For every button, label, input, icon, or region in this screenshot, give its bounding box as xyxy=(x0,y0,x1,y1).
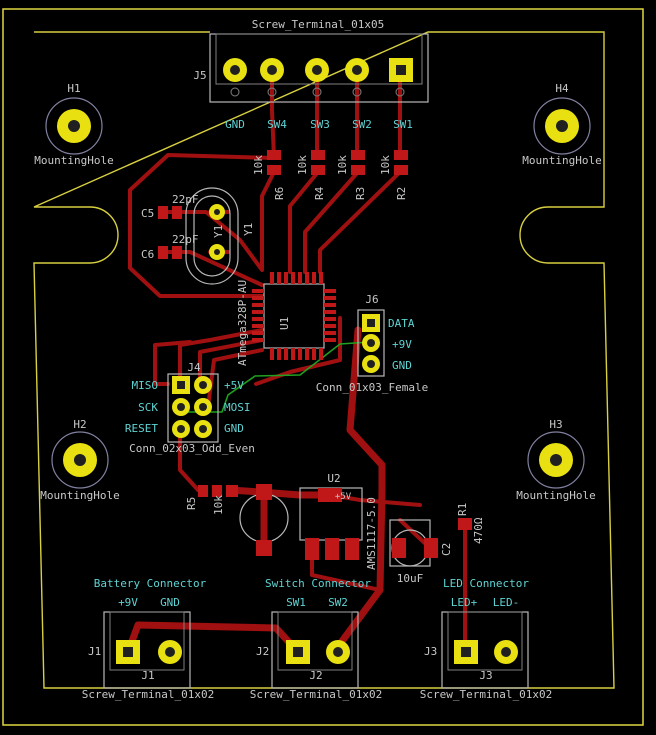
h2-value: MountingHole xyxy=(40,489,119,502)
r2-value: 10k xyxy=(379,155,392,175)
j5-pin5: SW1 xyxy=(393,118,413,131)
j6-pin1: DATA xyxy=(388,317,415,330)
h2-ref: H2 xyxy=(73,418,86,431)
j2-ref: J2 xyxy=(256,645,269,658)
j1-title: Battery Connector xyxy=(94,577,207,590)
resistor-r2: 10k R2 xyxy=(379,150,408,200)
capacitor-c5: 22pF C5 xyxy=(141,193,199,220)
j4-miso: MISO xyxy=(132,379,159,392)
battery-connector-j1: Battery Connector +9V GND J1 J1 Screw_Te… xyxy=(82,577,214,701)
r1-ref: R1 xyxy=(456,503,469,516)
j4-ref: J4 xyxy=(187,361,201,374)
j4-mosi: MOSI xyxy=(224,401,251,414)
connector-j4: J4 MISO SCK RESET +5V MOSI GND Conn_02x0… xyxy=(125,361,255,455)
mounting-hole-h2: H2 MountingHole xyxy=(40,418,119,502)
j6-value: Conn_01x03_Female xyxy=(316,381,429,394)
h3-value: MountingHole xyxy=(516,489,595,502)
r5-value: 10k xyxy=(212,495,225,515)
h3-ref: H3 xyxy=(549,418,562,431)
y1-ref: Y1 xyxy=(242,223,255,236)
u1-value: ATmega328P-AU xyxy=(236,280,249,366)
j5-value: Screw_Terminal_01x05 xyxy=(252,18,384,31)
j4-5v: +5V xyxy=(224,379,244,392)
j2-pin2: SW2 xyxy=(328,596,348,609)
c5-value: 22pF xyxy=(172,193,199,206)
j3-pin1: LED+ xyxy=(451,596,478,609)
mounting-hole-h3: H3 MountingHole xyxy=(516,418,595,502)
r6-value: 10k xyxy=(252,155,265,175)
c6-ref: C6 xyxy=(141,248,154,261)
j5-pin4: SW2 xyxy=(352,118,372,131)
switch-connector-j2: Switch Connector SW1 SW2 J2 J2 Screw_Ter… xyxy=(250,577,382,701)
mcu-u1: U1 ATmega328P-AU xyxy=(236,272,336,366)
board-outline xyxy=(33,31,615,689)
u2-value: AMS1117-5.0 xyxy=(365,497,378,570)
j5-pin1: GND xyxy=(225,118,245,131)
y1-value: Y1 xyxy=(212,225,225,238)
j3-ref: J3 xyxy=(424,645,437,658)
j3-value: Screw_Terminal_01x02 xyxy=(420,688,552,701)
mounting-hole-h1: H1 MountingHole xyxy=(34,82,113,167)
j3-ref-2: J3 xyxy=(479,669,492,682)
r2-ref: R2 xyxy=(395,187,408,200)
resistor-r6: 10k R6 xyxy=(252,150,286,200)
u2-net: +5V xyxy=(335,492,352,502)
bottom-track xyxy=(188,341,371,413)
resistor-r4: 10k R4 xyxy=(296,150,326,200)
resistor-r3: 10k R3 xyxy=(336,150,367,200)
h1-ref: H1 xyxy=(67,82,80,95)
capacitor-c2: 10uF C2 xyxy=(389,519,453,585)
r6-ref: R6 xyxy=(273,187,286,200)
c2-ref: C2 xyxy=(440,543,453,556)
r3-value: 10k xyxy=(336,155,349,175)
j6-pin2: +9V xyxy=(392,338,412,351)
j5-pin3: SW3 xyxy=(310,118,330,131)
crystal-y1: Y1 Y1 xyxy=(185,187,255,285)
c5-ref: C5 xyxy=(141,207,154,220)
j4-reset: RESET xyxy=(125,422,158,435)
regulator-u2: U2 +5V AMS1117-5.0 xyxy=(299,472,378,570)
r4-value: 10k xyxy=(296,155,309,175)
j4-gnd: GND xyxy=(224,422,244,435)
c2-value: 10uF xyxy=(397,572,424,585)
j4-value: Conn_02x03_Odd_Even xyxy=(129,442,255,455)
led-connector-j3: LED Connector LED+ LED- J3 J3 Screw_Term… xyxy=(420,577,552,701)
resistor-r5: R5 10k xyxy=(185,485,225,515)
h4-ref: H4 xyxy=(555,82,569,95)
j1-pin2: GND xyxy=(160,596,180,609)
j2-value: Screw_Terminal_01x02 xyxy=(250,688,382,701)
j2-ref-2: J2 xyxy=(309,669,322,682)
j4-sck: SCK xyxy=(138,401,158,414)
r3-ref: R3 xyxy=(354,187,367,200)
h1-value: MountingHole xyxy=(34,154,113,167)
connector-j6: J6 DATA +9V GND Conn_01x03_Female xyxy=(316,293,429,394)
c6-value: 22pF xyxy=(172,233,199,246)
board-frame xyxy=(2,8,644,726)
j2-pin1: SW1 xyxy=(286,596,306,609)
r4-ref: R4 xyxy=(313,186,326,200)
h4-value: MountingHole xyxy=(522,154,601,167)
j6-ref: J6 xyxy=(365,293,378,306)
j5-ref: J5 xyxy=(193,69,206,82)
j1-ref: J1 xyxy=(88,645,101,658)
j2-title: Switch Connector xyxy=(265,577,371,590)
j6-pin3: GND xyxy=(392,359,412,372)
u1-ref: U1 xyxy=(278,317,291,330)
j5-pin2: SW4 xyxy=(267,118,287,131)
j3-pin2: LED- xyxy=(493,596,520,609)
u2-ref: U2 xyxy=(327,472,340,485)
resistor-r1: R1 470Ω xyxy=(456,503,485,544)
j3-title: LED Connector xyxy=(443,577,529,590)
capacitor-c6: 22pF C6 xyxy=(141,233,199,261)
j1-value: Screw_Terminal_01x02 xyxy=(82,688,214,701)
r1-value: 470Ω xyxy=(472,517,485,544)
j1-pin1: +9V xyxy=(118,596,138,609)
r5-ref: R5 xyxy=(185,497,198,510)
screw-terminal-j5: Screw_Terminal_01x05 J5 GND SW4 SW3 SW2 … xyxy=(193,18,429,131)
mounting-hole-h4: H4 MountingHole xyxy=(522,82,601,167)
j1-ref-2: J1 xyxy=(141,669,154,682)
capacitor-near-r5 xyxy=(226,484,289,556)
